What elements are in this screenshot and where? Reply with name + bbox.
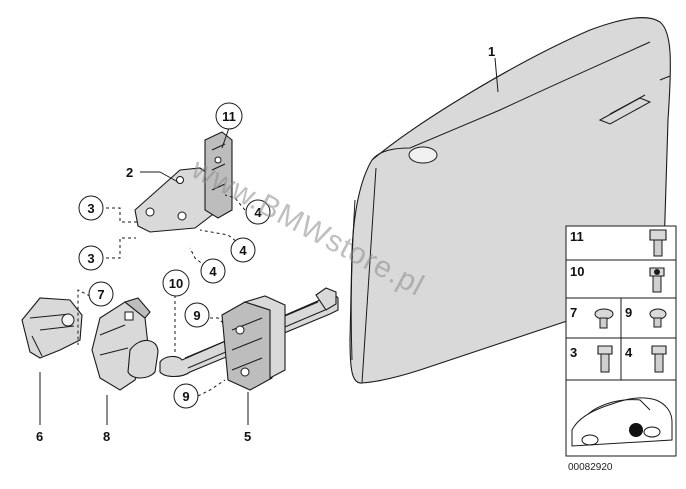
svg-text:10: 10 bbox=[570, 264, 584, 279]
callout-upper-hinge: 2 bbox=[126, 165, 133, 180]
svg-text:4: 4 bbox=[239, 243, 247, 258]
callout-screw-lower[interactable]: 9 bbox=[173, 383, 199, 409]
svg-text:10: 10 bbox=[169, 276, 183, 291]
callout-bolt-upper[interactable]: 3 bbox=[78, 195, 104, 221]
svg-text:4: 4 bbox=[625, 345, 633, 360]
svg-text:4: 4 bbox=[254, 205, 262, 220]
svg-text:4: 4 bbox=[209, 264, 217, 279]
upper-hinge[interactable] bbox=[134, 131, 233, 233]
svg-text:3: 3 bbox=[87, 251, 94, 266]
callout-labels: 1 2 3 3 4 4 4 11 7 bbox=[36, 44, 495, 444]
svg-text:3: 3 bbox=[87, 201, 94, 216]
svg-text:9: 9 bbox=[182, 389, 189, 404]
callout-nut-b[interactable]: 4 bbox=[230, 237, 256, 263]
callout-pin[interactable]: 10 bbox=[162, 269, 190, 297]
door-check[interactable] bbox=[159, 287, 339, 391]
fastener-grid: 11 10 7 9 3 4 bbox=[565, 225, 677, 457]
callout-screw-upper[interactable]: 9 bbox=[184, 302, 210, 328]
callout-nut-a[interactable]: 4 bbox=[245, 199, 271, 225]
callout-nut-c[interactable]: 4 bbox=[200, 258, 226, 284]
callout-lower-hinge: 8 bbox=[103, 429, 110, 444]
callout-stop-buffer: 6 bbox=[36, 429, 43, 444]
callout-door: 1 bbox=[488, 44, 495, 59]
svg-text:9: 9 bbox=[625, 305, 632, 320]
car-thumbnail bbox=[571, 397, 673, 447]
svg-text:3: 3 bbox=[570, 345, 577, 360]
callout-hinge-screw[interactable]: 11 bbox=[215, 102, 243, 130]
grid-cell-3[interactable]: 3 bbox=[570, 345, 613, 373]
callout-stop-screw[interactable]: 7 bbox=[88, 281, 114, 307]
stop-buffer[interactable] bbox=[21, 297, 83, 359]
callout-door-check: 5 bbox=[244, 429, 251, 444]
svg-text:11: 11 bbox=[570, 229, 584, 244]
grid-cell-10[interactable]: 10 bbox=[570, 264, 665, 293]
svg-text:9: 9 bbox=[193, 308, 200, 323]
lower-hinge[interactable] bbox=[91, 297, 159, 391]
grid-cell-9[interactable]: 9 bbox=[625, 305, 667, 328]
svg-text:11: 11 bbox=[222, 109, 236, 124]
diagram-code: 00082920 bbox=[568, 462, 613, 473]
grid-cell-11[interactable]: 11 bbox=[570, 229, 667, 257]
svg-text:7: 7 bbox=[97, 287, 104, 302]
svg-text:7: 7 bbox=[570, 305, 577, 320]
callout-bolt-lower[interactable]: 3 bbox=[78, 245, 104, 271]
grid-cell-4[interactable]: 4 bbox=[625, 345, 667, 373]
grid-cell-7[interactable]: 7 bbox=[570, 305, 614, 329]
